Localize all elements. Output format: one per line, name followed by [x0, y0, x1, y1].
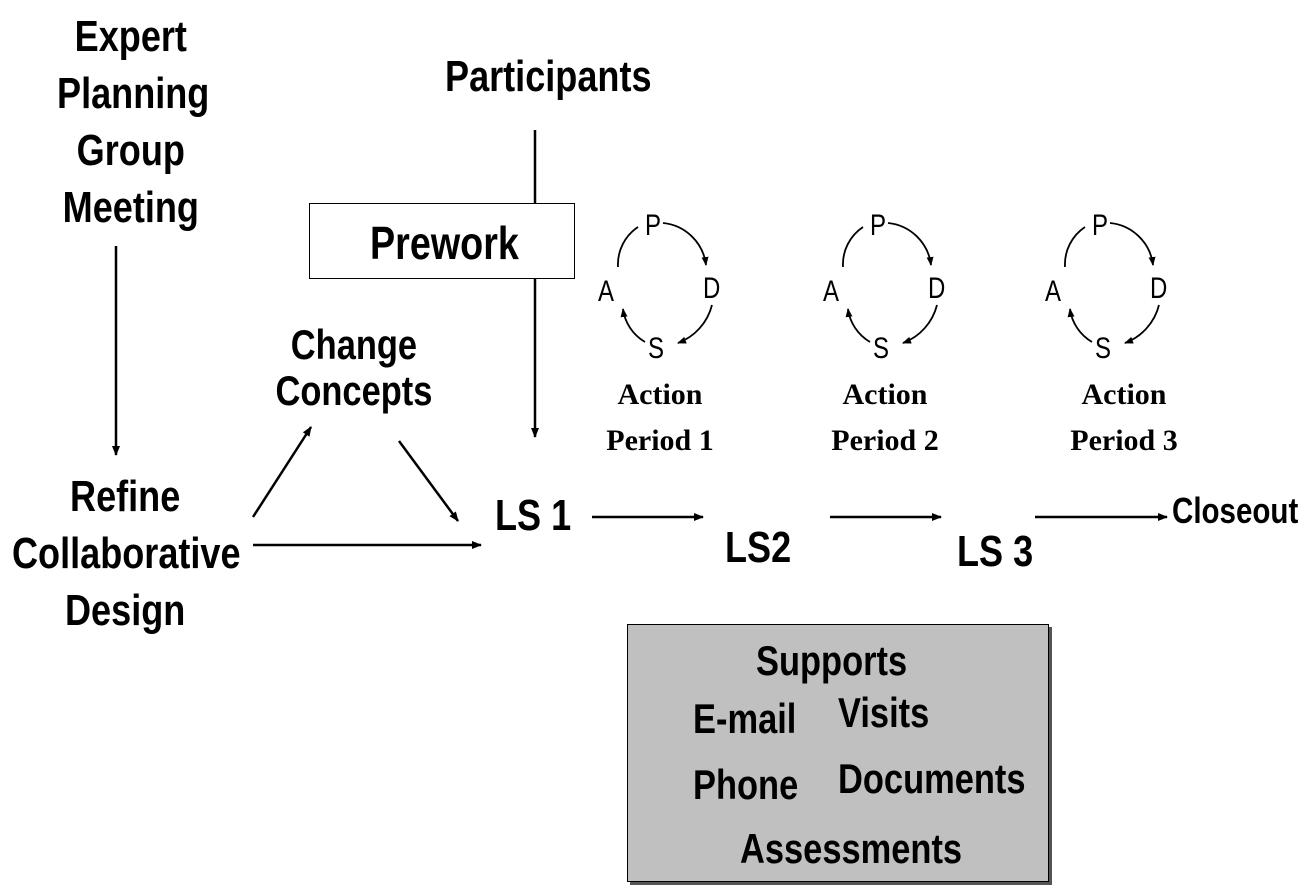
refine-line-3: Design [65, 586, 186, 635]
refine-line-2: Collaborative [12, 529, 241, 578]
supports-visits: Visits [838, 689, 930, 736]
planning-line-2: Planning [57, 69, 210, 118]
pdsa-2-study-letter: S [873, 332, 890, 365]
pdsa-2-act-letter: A [823, 275, 840, 308]
supports-assessments: Assessments [740, 825, 963, 872]
pdsa-2-do-letter: D [928, 272, 946, 305]
arrow-concepts-to-ls1 [397, 440, 460, 522]
pdsa-3-do-letter: D [1150, 272, 1168, 305]
pdsa-2-plan-letter: P [870, 209, 887, 242]
action-period-3-caption: Action Period 3 [1054, 370, 1194, 466]
action-period-2-line-2: Period 2 [831, 424, 939, 457]
pdsa-cycle-1-arrows [617, 222, 713, 344]
arrow-refine-to-concepts [251, 426, 313, 518]
action-period-3-line-1: Action [1081, 378, 1167, 411]
planning-line-4: Meeting [62, 183, 199, 232]
action-period-1-line-2: Period 1 [606, 424, 714, 457]
participants-label: Participants [445, 52, 652, 101]
action-period-1-line-1: Action [617, 378, 703, 411]
action-period-3-line-2: Period 3 [1070, 424, 1178, 457]
refine-line-1: Refine [70, 472, 181, 521]
supports-email: E-mail [693, 695, 797, 742]
supports-documents: Documents [838, 755, 1026, 802]
action-period-2-caption: Action Period 2 [815, 370, 955, 466]
refine-design-label: Refine Collaborative Design [12, 468, 241, 639]
pdsa-1-do-letter: D [703, 272, 721, 305]
change-concepts-label: Change Concepts [274, 322, 434, 414]
pdsa-3-plan-letter: P [1092, 209, 1109, 242]
pdsa-cycle-2-arrows [842, 222, 938, 344]
supports-box [627, 624, 1049, 882]
change-concepts-line-2: Concepts [275, 367, 433, 414]
action-period-2-line-1: Action [842, 378, 928, 411]
action-period-1-caption: Action Period 1 [590, 370, 730, 466]
pdsa-1-study-letter: S [648, 332, 665, 365]
planning-group-label: Expert Planning Group Meeting [57, 8, 210, 236]
ls1-label: LS 1 [495, 491, 572, 540]
pdsa-1-act-letter: A [598, 275, 615, 308]
ls2-label: LS2 [725, 523, 792, 572]
planning-line-1: Expert [74, 12, 187, 61]
planning-line-3: Group [76, 126, 185, 175]
closeout-label: Closeout [1172, 490, 1299, 531]
supports-title: Supports [756, 637, 908, 684]
pdsa-3-study-letter: S [1095, 332, 1112, 365]
ls3-label: LS 3 [957, 527, 1034, 576]
prework-label: Prework [370, 217, 519, 269]
change-concepts-line-1: Change [290, 321, 418, 368]
prework-box [309, 203, 575, 279]
pdsa-3-act-letter: A [1045, 275, 1062, 308]
pdsa-1-plan-letter: P [645, 209, 662, 242]
pdsa-cycle-3-arrows [1064, 222, 1160, 344]
supports-phone: Phone [693, 761, 799, 808]
